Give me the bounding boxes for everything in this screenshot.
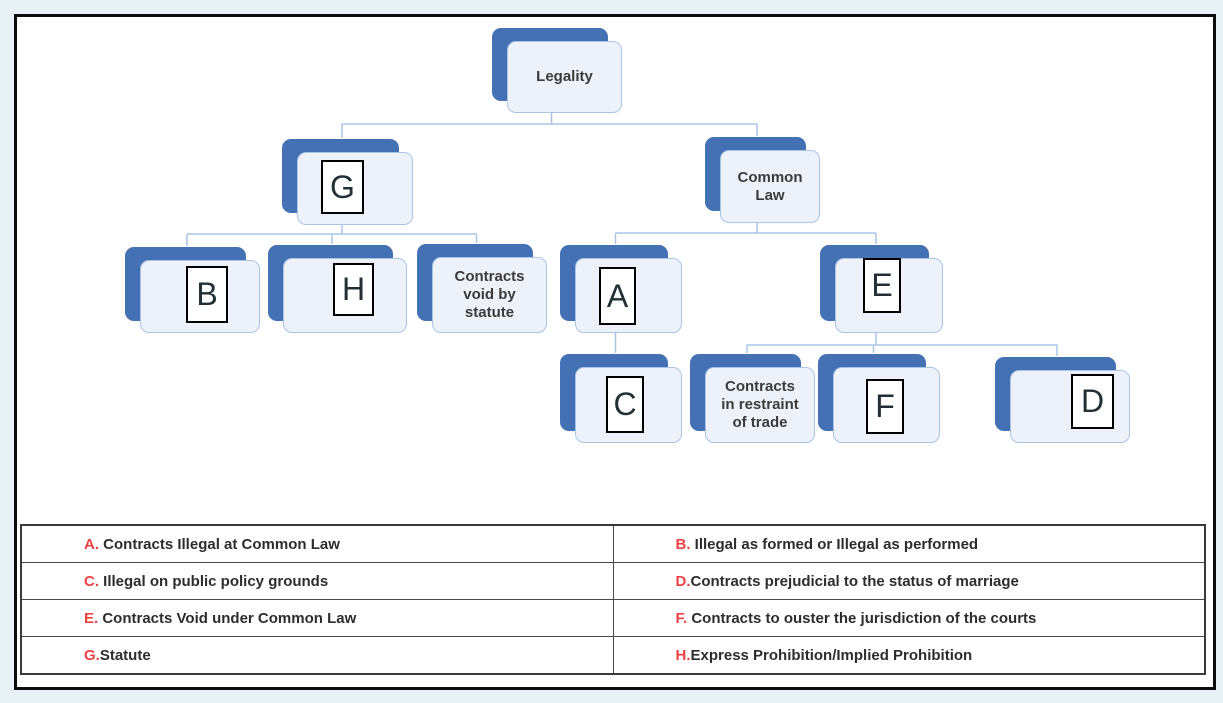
legend-key-letter: B. [675, 535, 695, 553]
legend-key-text: Contracts to ouster the jurisdiction of … [691, 609, 1037, 627]
node-legality: Legality [492, 28, 622, 113]
answer-slot-h[interactable]: H [333, 263, 374, 316]
node-restraint-of-trade: Contracts in restraint of trade [690, 354, 815, 443]
legend-key-text: Statute [99, 646, 151, 664]
legend-cell-f: F. Contracts to ouster the jurisdiction … [612, 599, 1206, 637]
legend-cell-d: D.Contracts prejudicial to the status of… [612, 562, 1206, 600]
legend-key-text: Contracts Illegal at Common Law [103, 535, 340, 553]
legend-key-letter: A. [84, 535, 104, 553]
legend-key-letter: H. [675, 646, 691, 664]
node-e: E [820, 245, 943, 333]
legend-cell-h: H.Express Prohibition/Implied Prohibitio… [612, 636, 1206, 675]
legend-cell-b: B. Illegal as formed or Illegal as perfo… [612, 524, 1206, 563]
node-a: A [560, 245, 682, 333]
legend-cell-g: G.Statute [20, 636, 614, 675]
answer-slot-c[interactable]: C [606, 376, 644, 433]
node-common-law: Common Law [705, 137, 820, 223]
legend-key-letter: E. [84, 609, 103, 627]
node-label-restraint-of-trade: Contracts in restraint of trade [721, 378, 799, 431]
legend-key-text: Illegal on public policy grounds [103, 572, 329, 590]
answer-slot-e[interactable]: E [863, 258, 901, 313]
answer-slot-b[interactable]: B [186, 266, 228, 323]
legend-cell-e: E. Contracts Void under Common Law [20, 599, 614, 637]
node-c: C [560, 354, 682, 443]
legend-key-text: Express Prohibition/Implied Prohibition [690, 646, 973, 664]
legend-key-text: Contracts prejudicial to the status of m… [690, 572, 1019, 590]
legend-key-text: Contracts Void under Common Law [102, 609, 357, 627]
node-h: H [268, 245, 407, 333]
node-label-legality: Legality [536, 68, 593, 85]
legend-key-letter: D. [675, 572, 691, 590]
node-d: D [995, 357, 1130, 443]
legend-key-text: Illegal as formed or Illegal as performe… [694, 535, 979, 553]
node-g: G [282, 139, 413, 225]
node-label-void-by-statute: Contracts void by statute [454, 268, 525, 321]
node-label-common-law: Common Law [737, 168, 803, 204]
answer-slot-g[interactable]: G [321, 160, 364, 214]
node-b: B [125, 247, 260, 333]
legend-key-letter: C. [84, 572, 104, 590]
legend-key-letter: F. [675, 609, 692, 627]
legend-cell-a: A. Contracts Illegal at Common Law [20, 524, 614, 563]
node-f: F [818, 354, 940, 443]
answer-slot-d[interactable]: D [1071, 374, 1114, 429]
node-void-by-statute: Contracts void by statute [417, 244, 547, 333]
answer-slot-f[interactable]: F [866, 379, 904, 434]
legend-key-letter: G. [84, 646, 100, 664]
answer-slot-a[interactable]: A [599, 267, 636, 325]
legend-cell-c: C. Illegal on public policy grounds [20, 562, 614, 600]
